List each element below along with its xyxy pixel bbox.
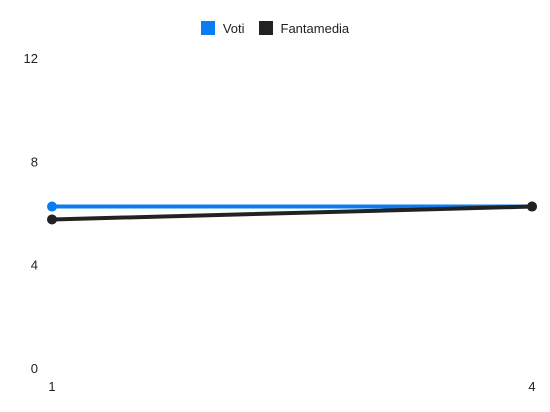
- chart-legend: Voti Fantamedia: [0, 19, 550, 37]
- legend-item-fantamedia[interactable]: Fantamedia: [258, 20, 350, 36]
- y-tick-label: 12: [24, 51, 38, 66]
- data-point-fantamedia: [527, 201, 537, 212]
- series-line-fantamedia: [50, 204, 534, 222]
- legend-swatch-fantamedia: [258, 21, 273, 35]
- legend-swatch-voti: [200, 21, 215, 35]
- y-tick-label: 4: [31, 258, 38, 273]
- data-point-voti: [47, 201, 57, 212]
- legend-label-voti: Voti: [222, 20, 245, 36]
- legend-label-fantamedia: Fantamedia: [280, 20, 350, 36]
- x-tick-label: 4: [528, 379, 535, 394]
- legend-item-voti[interactable]: Voti: [200, 20, 245, 36]
- y-tick-label: 8: [31, 154, 38, 169]
- x-tick-label: 1: [48, 379, 55, 394]
- y-tick-label: 0: [31, 361, 38, 376]
- data-point-fantamedia: [47, 214, 57, 225]
